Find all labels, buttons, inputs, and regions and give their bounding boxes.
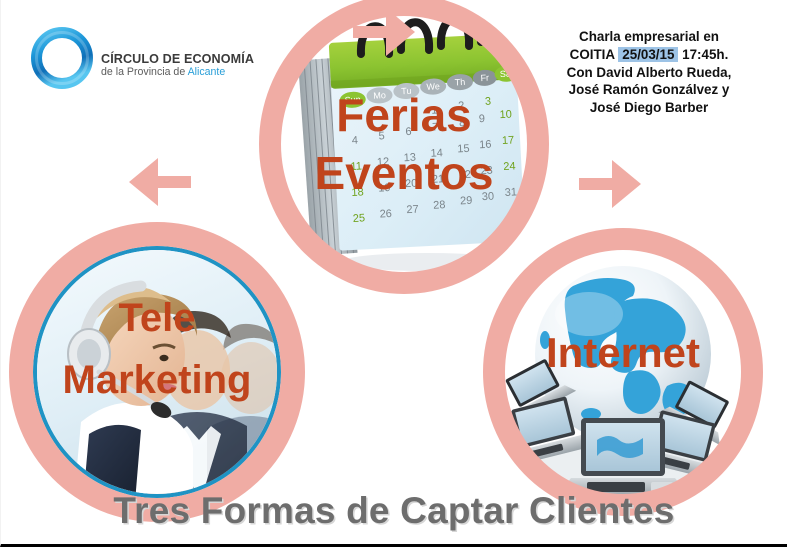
event-info-line-2: COITIA 25/03/15 17:45h.: [529, 46, 769, 64]
blue-ring-logo-icon: [31, 27, 93, 89]
event-info-block: Charla empresarial en COITIA 25/03/15 17…: [529, 28, 769, 117]
node-tele-marketing[interactable]: Tele Marketing: [9, 222, 305, 522]
brand-tagline-prefix: de la Provincia de: [101, 66, 188, 79]
event-info-line-3: Con David Alberto Rueda,: [566, 64, 732, 80]
brand-wordmark: CÍRCULO DE ECONOMÍA de la Provincia de A…: [101, 52, 266, 78]
brand-tagline: de la Provincia de Alicante: [101, 67, 266, 78]
arrow-left-icon-to-tele: [129, 158, 191, 206]
arrow-right-icon-to-internet: [579, 160, 641, 208]
tele-ring: [9, 222, 305, 522]
event-info-line-5: José Diego Barber: [589, 100, 709, 116]
event-date-badge: 25/03/15: [618, 46, 679, 62]
event-info-line-4: José Ramón Gonzálvez y: [568, 82, 730, 98]
node-internet[interactable]: Internet: [483, 228, 763, 516]
brand-name: CÍRCULO DE ECONOMÍA: [101, 52, 255, 66]
brand-logo: CÍRCULO DE ECONOMÍA de la Provincia de A…: [31, 25, 261, 100]
event-info-line-1: Charla empresarial en: [579, 29, 719, 44]
event-time: 17:45h.: [682, 46, 729, 62]
page-title: Tres Formas de Captar Clientes: [113, 490, 675, 531]
internet-ring: [483, 228, 763, 516]
event-venue: COITIA: [569, 46, 615, 62]
brand-tagline-city: Alicante: [187, 66, 226, 79]
